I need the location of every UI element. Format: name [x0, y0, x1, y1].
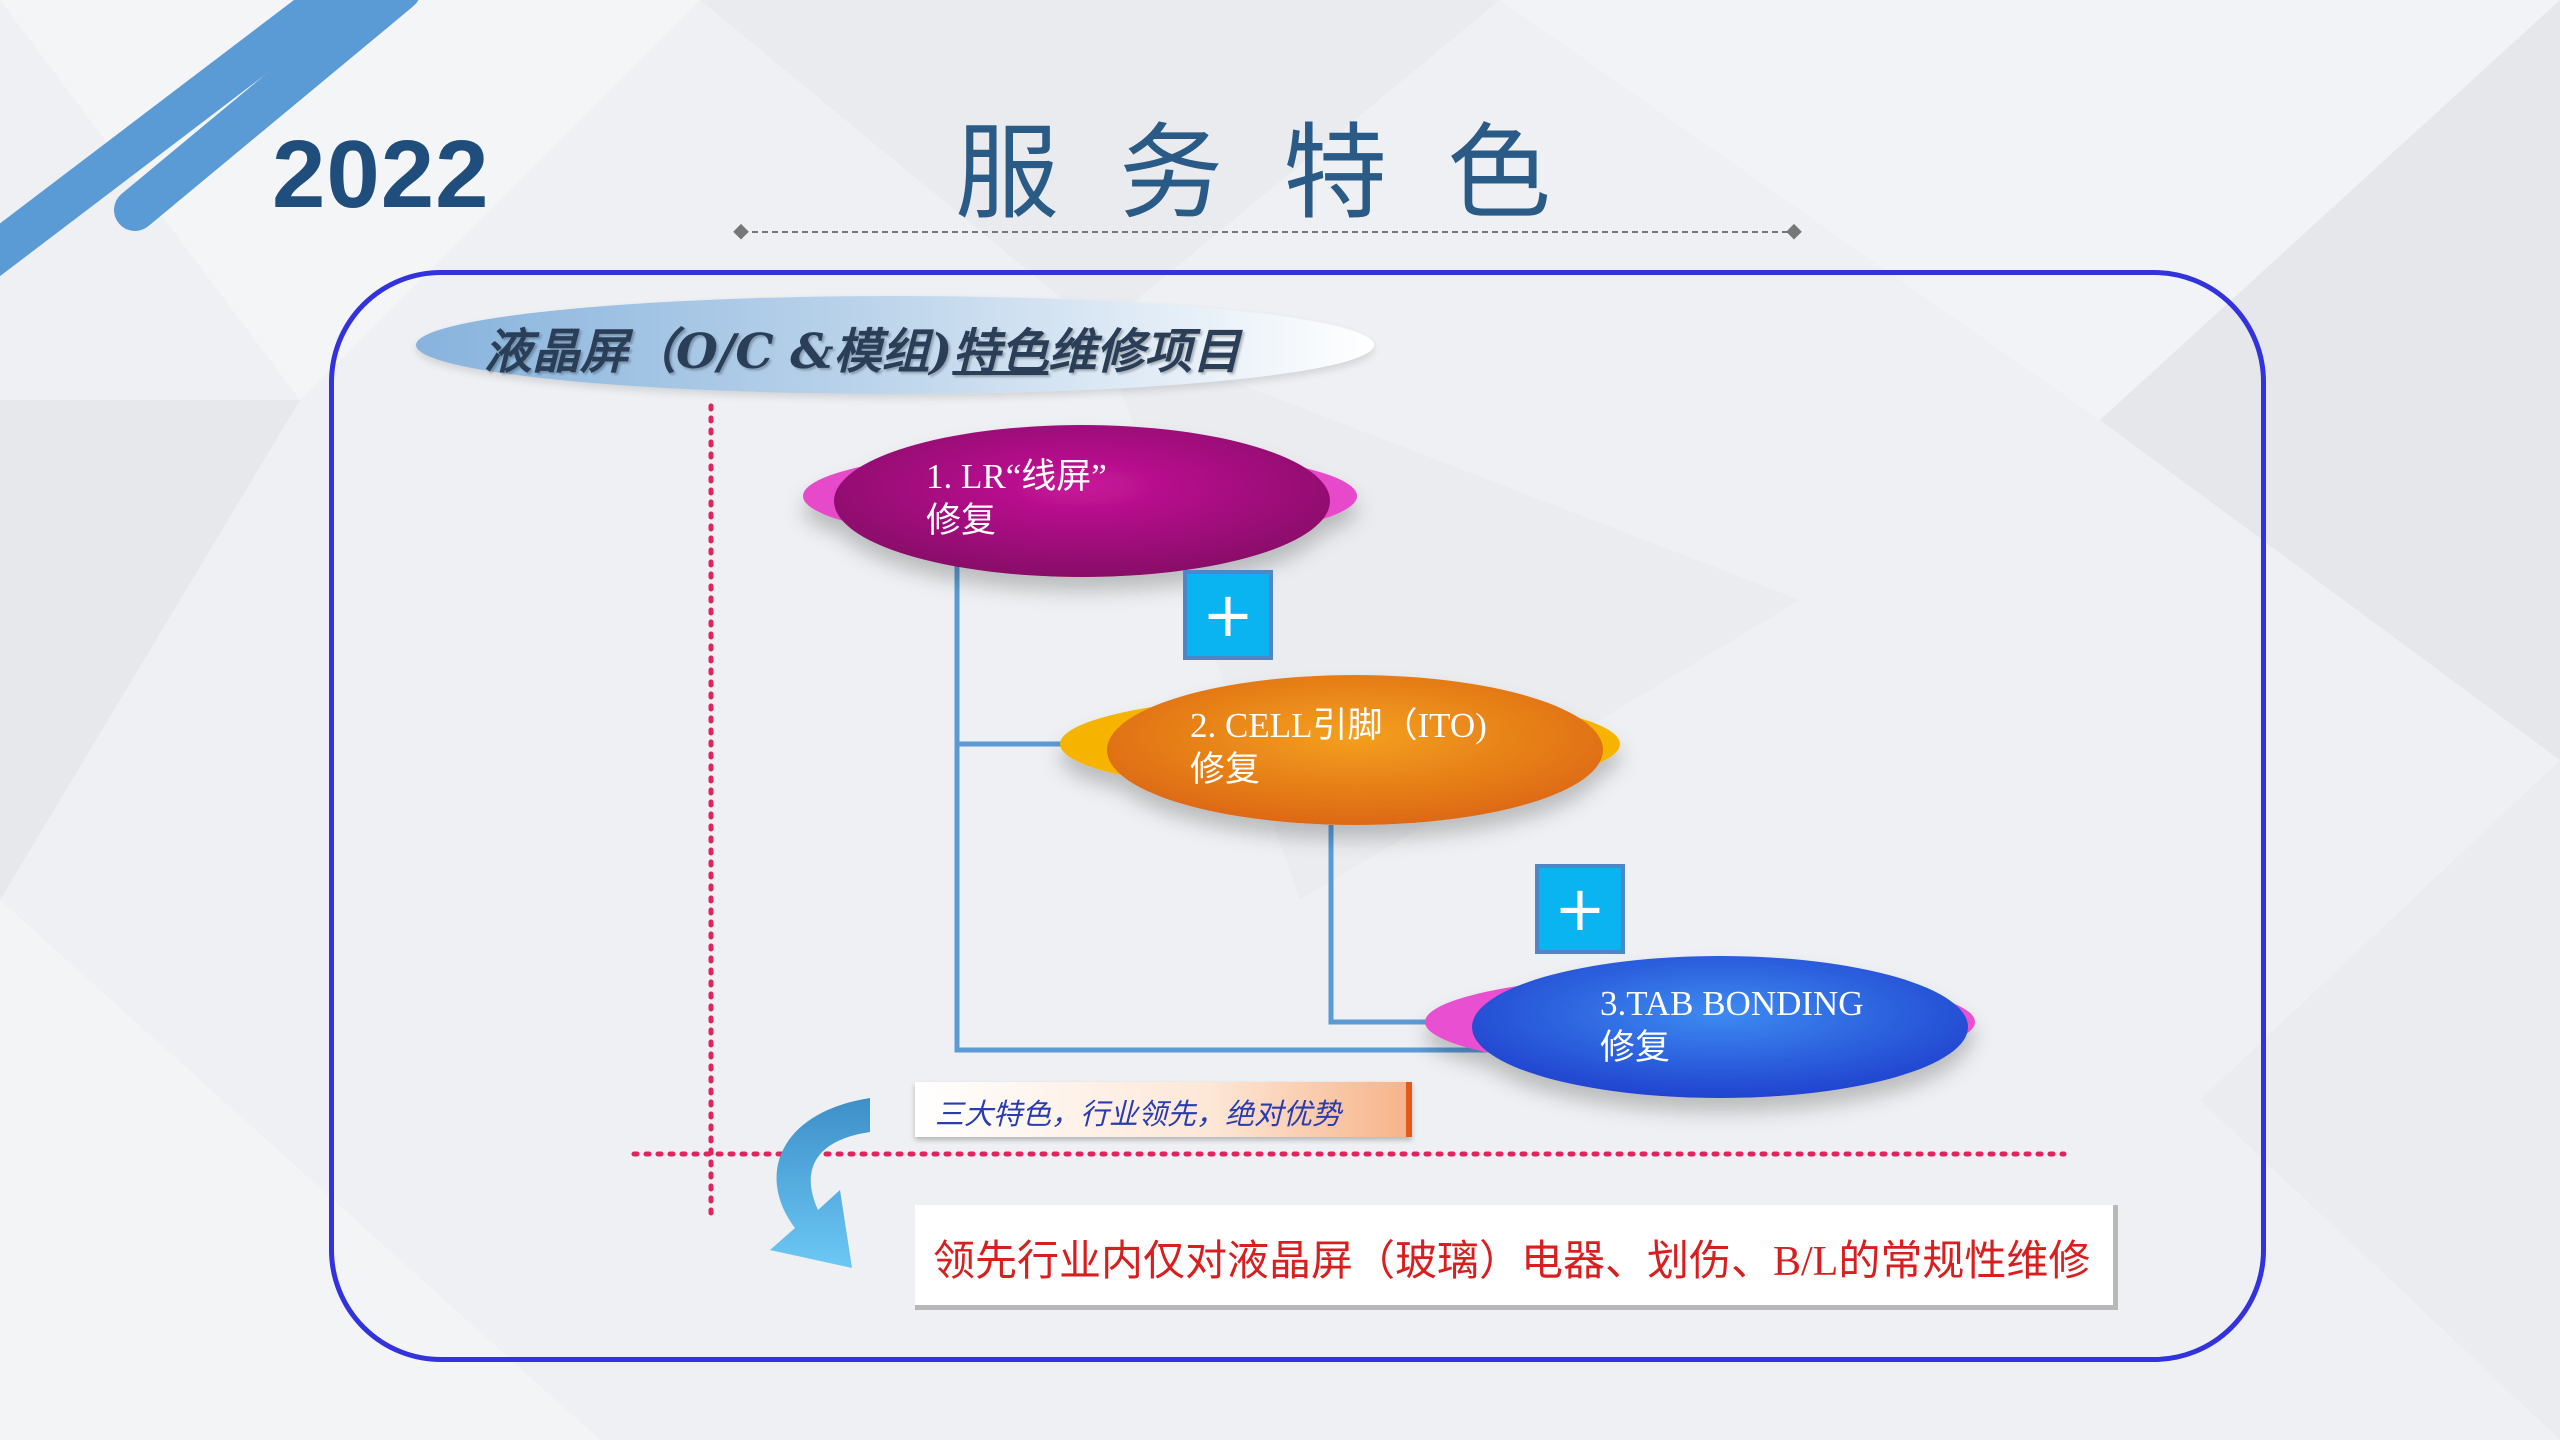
year-label: 2022: [272, 121, 490, 228]
node-2-ellipse: [1060, 675, 1620, 825]
node-3-ellipse: [1425, 956, 1975, 1098]
decorative-stripes: [0, 0, 419, 277]
title-divider: [733, 223, 1802, 240]
section-title-highlight: 特色: [952, 324, 1049, 380]
node-1-ellipse: [803, 425, 1357, 577]
page-title: 服务特色: [955, 112, 1612, 234]
section-banner: [416, 296, 1374, 394]
section-title: 液晶屏（O/C &模组)特色维修项目: [484, 312, 1240, 382]
feature-tag-text: 三大特色，行业领先，绝对优势: [935, 1097, 1342, 1131]
node-1-label: 1. LR“线屏” 修复: [926, 457, 1107, 540]
plus-icon: +: [1535, 864, 1625, 954]
content-frame: [329, 270, 2266, 1362]
section-title-part1: 液晶屏（O/C &模组): [484, 324, 953, 380]
note-text: 领先行业内仅对液晶屏（玻璃）电器、划伤、B/L的常规性维修: [933, 1239, 2091, 1285]
node-3-label: 3.TAB BONDING 修复: [1600, 984, 1864, 1067]
section-title-part2: 维修项目: [1048, 324, 1241, 380]
node-2-label: 2. CELL引脚（ITO) 修复: [1190, 706, 1487, 789]
curved-arrow-icon: [770, 1098, 870, 1268]
plus-icon: +: [1183, 570, 1273, 660]
note-box: 领先行业内仅对液晶屏（玻璃）电器、划伤、B/L的常规性维修: [915, 1205, 2118, 1310]
feature-tag: 三大特色，行业领先，绝对优势: [915, 1082, 1412, 1137]
